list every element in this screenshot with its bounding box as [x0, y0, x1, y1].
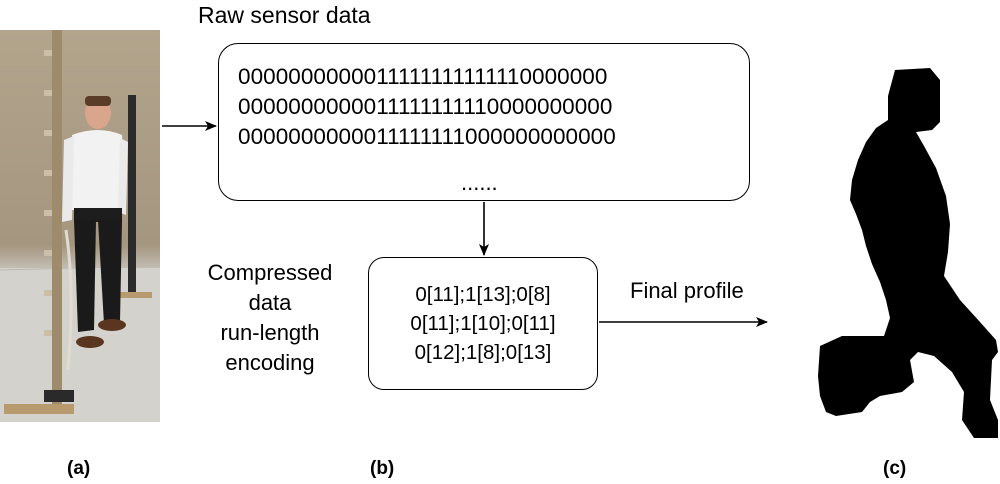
raw-sensor-data-title: Raw sensor data: [198, 2, 371, 28]
encoded-data-line: 0[11];1[13];0[8]: [415, 283, 551, 306]
encoded-data-line: 0[12];1[8];0[13]: [414, 341, 552, 364]
raw-data-line: 0000000000011111111000000000000: [238, 124, 616, 149]
encoded-data-line: 0[11];1[10];0[11]: [410, 312, 556, 335]
walking-silhouette: [818, 68, 998, 438]
raw-data-line: 0000000000011111111111110000000: [238, 64, 608, 89]
raw-data-line: 0000000000011111111110000000000: [238, 94, 613, 119]
encoded-data-lines: 0[11];1[13];0[8] 0[11];1[10];0[11] 0[12]…: [368, 280, 598, 367]
compression-label: Compressed data run-length encoding: [185, 258, 355, 378]
encoded-data-box: [368, 257, 598, 390]
sensor-photo: [0, 30, 160, 422]
final-profile-label: Final profile: [630, 278, 744, 303]
compression-label-line: Compressed: [207, 260, 333, 285]
compression-label-line: data: [248, 290, 292, 315]
caption-c: (c): [883, 458, 907, 479]
caption-b: (b): [370, 458, 395, 479]
raw-data-lines: 0000000000011111111111110000000 00000000…: [238, 62, 616, 152]
raw-data-ellipsis: ......: [461, 170, 498, 195]
caption-a: (a): [67, 458, 91, 479]
compression-label-line: run-length: [220, 320, 320, 345]
raw-data-box: [218, 43, 750, 201]
compression-label-line: encoding: [225, 350, 315, 375]
